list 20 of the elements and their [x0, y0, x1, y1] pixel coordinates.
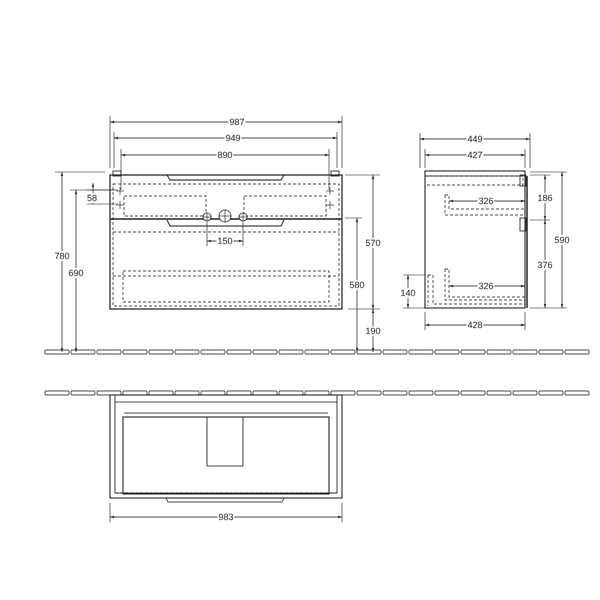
dimension-value: 580 [348, 280, 366, 290]
dimension-value: 890 [216, 150, 234, 160]
dimension-value: 449 [466, 134, 484, 144]
dimension-value: 326 [477, 281, 495, 291]
dimension-value: 570 [364, 238, 382, 248]
dimension-value: 983 [217, 512, 235, 522]
dimension-value: 780 [53, 251, 71, 261]
dimension-value: 190 [364, 326, 382, 336]
dimension-value: 949 [224, 133, 242, 143]
dimension-value: 186 [536, 193, 554, 203]
dimension-value: 987 [228, 117, 246, 127]
dimension-value: 140 [399, 288, 417, 298]
dimension-value: 376 [536, 260, 554, 270]
dimension-value: 427 [466, 150, 484, 160]
dimension-value: 326 [477, 196, 495, 206]
dimension-value: 590 [553, 235, 571, 245]
dimension-value: 58 [86, 193, 98, 203]
dimension-value: 150 [216, 236, 234, 246]
dimension-value: 428 [466, 320, 484, 330]
dimension-value: 690 [67, 268, 85, 278]
